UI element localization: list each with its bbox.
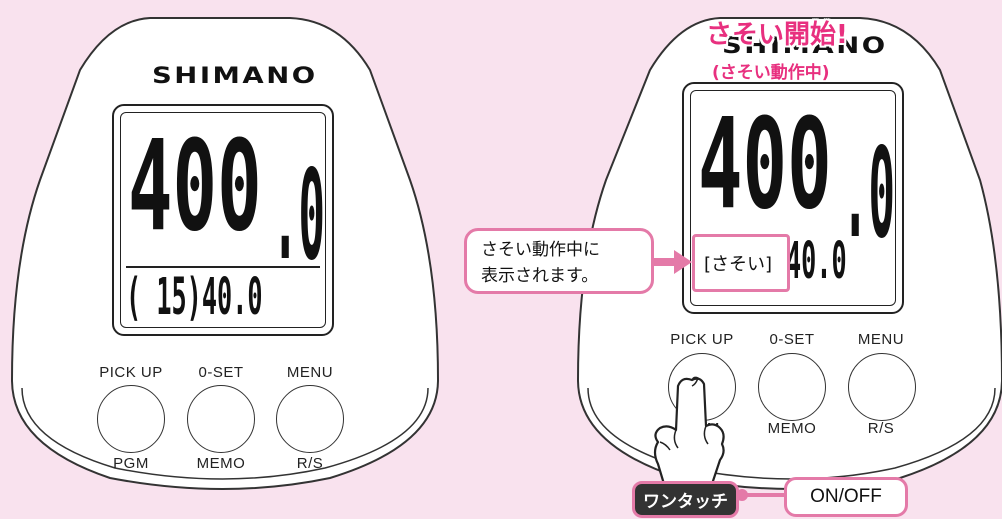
pick-up-button[interactable]	[97, 385, 165, 453]
zero-set-button[interactable]	[758, 353, 826, 421]
label-0-set: 0-SET	[769, 331, 815, 348]
lcd-inner-frame	[120, 112, 326, 328]
readout-sub: ( 15)40.0	[126, 267, 263, 326]
label-pick-up: PICK UP	[670, 331, 734, 348]
subtitle-sasoi-active: (さそい動作中)	[712, 63, 830, 83]
label-menu: MENU	[286, 364, 334, 381]
label-memo: MEMO	[767, 420, 817, 437]
label-r-s: R/S	[296, 455, 324, 472]
brand-logo-left: SHIMANO	[152, 64, 318, 89]
readout-main-int: 400	[698, 90, 832, 237]
lcd-divider	[126, 266, 320, 268]
readout-main-dec: .0	[272, 143, 325, 288]
callout-bubble: さそい動作中に 表示されます。	[464, 228, 654, 294]
readout-main-int: 400	[128, 112, 262, 259]
zero-set-button[interactable]	[187, 385, 255, 453]
label-r-s: R/S	[867, 420, 895, 437]
callout-line-2: 表示されます。	[481, 266, 599, 286]
label-menu: MENU	[857, 331, 905, 348]
menu-button[interactable]	[276, 385, 344, 453]
label-0-set: 0-SET	[198, 364, 244, 381]
readout-main-dec: .0	[842, 121, 895, 266]
one-touch-badge: ワンタッチ	[632, 481, 739, 518]
lcd-inner-frame	[690, 90, 896, 306]
brand-logo-right: SHIMANO	[722, 34, 888, 59]
title-sasoi-start: さそい開始!	[706, 20, 848, 50]
readout-sub-value: 40.0	[786, 231, 847, 290]
label-pick-up: PICK UP	[99, 364, 163, 381]
menu-button[interactable]	[848, 353, 916, 421]
lcd-left: 400 .0 ( 15)40.0	[112, 104, 334, 336]
label-memo: MEMO	[196, 455, 246, 472]
sasoi-mode-label: [さそい]	[704, 254, 773, 275]
sasoi-mode-highlight	[692, 234, 790, 292]
on-off-label: ON/OFF	[784, 477, 908, 517]
label-pgm: PGM	[113, 455, 149, 472]
connector-dot	[736, 489, 748, 501]
arrow-right-icon	[652, 250, 692, 274]
callout-line-1: さそい動作中に	[481, 240, 600, 260]
pointing-hand-icon	[653, 376, 725, 486]
